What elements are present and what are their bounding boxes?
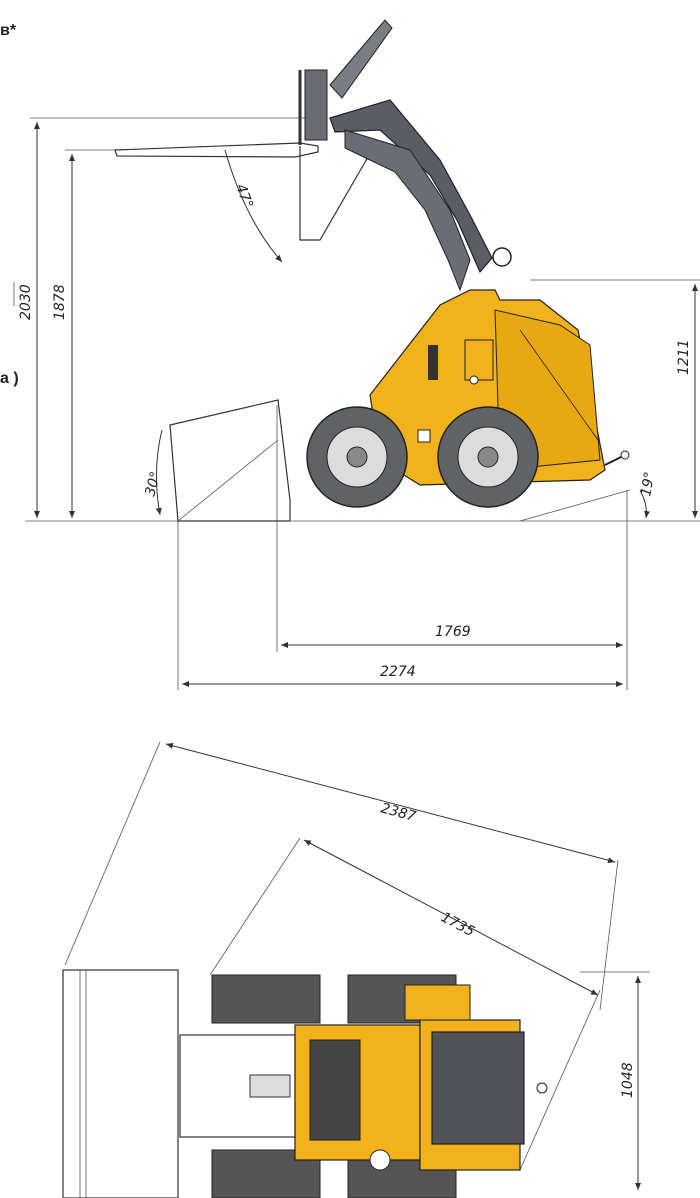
angle-30-label: 30° (142, 470, 164, 498)
dim-2387-label: 2387 (379, 800, 418, 825)
dim-1048-label: 1048 (620, 1062, 636, 1098)
departure-angle: 19° (519, 470, 658, 522)
edge-label-middle: а ) (0, 370, 19, 387)
dim-1769-label: 1769 (435, 624, 471, 640)
dim-wheelbase-span: 1769 (276, 405, 628, 690)
ground-bucket: 30° (142, 399, 291, 522)
dim-1878-label: 1878 (52, 284, 68, 320)
lift-arms (304, 19, 512, 292)
dim-2030-label: 2030 (18, 284, 34, 320)
edge-label-top: в* (0, 22, 17, 39)
top-tire-rear-left (211, 974, 321, 1024)
dim-fork-height: 1878 (52, 149, 120, 518)
dim-1735-label: 1735 (438, 909, 477, 940)
dim-2274-label: 2274 (380, 664, 416, 680)
front-wheel (437, 406, 539, 508)
side-view: 2030 1878 1211 1769 2274 (13, 19, 700, 690)
top-bucket (62, 969, 179, 1198)
top-view: 2387 1735 1048 (62, 741, 650, 1198)
dim-width: 1048 (580, 971, 650, 1190)
angle-47-label: 47° (232, 182, 256, 211)
dim-body-height: 1211 (530, 279, 700, 518)
angle-19-label: 19° (638, 470, 658, 497)
rear-wheel (306, 406, 408, 508)
dim-total-length: 2274 (177, 521, 623, 690)
dim-1211-label: 1211 (676, 339, 692, 375)
dim-total-height: 2030 (13, 117, 310, 518)
top-engine-cover (431, 1031, 525, 1145)
raised-forks: 47° (114, 70, 373, 263)
